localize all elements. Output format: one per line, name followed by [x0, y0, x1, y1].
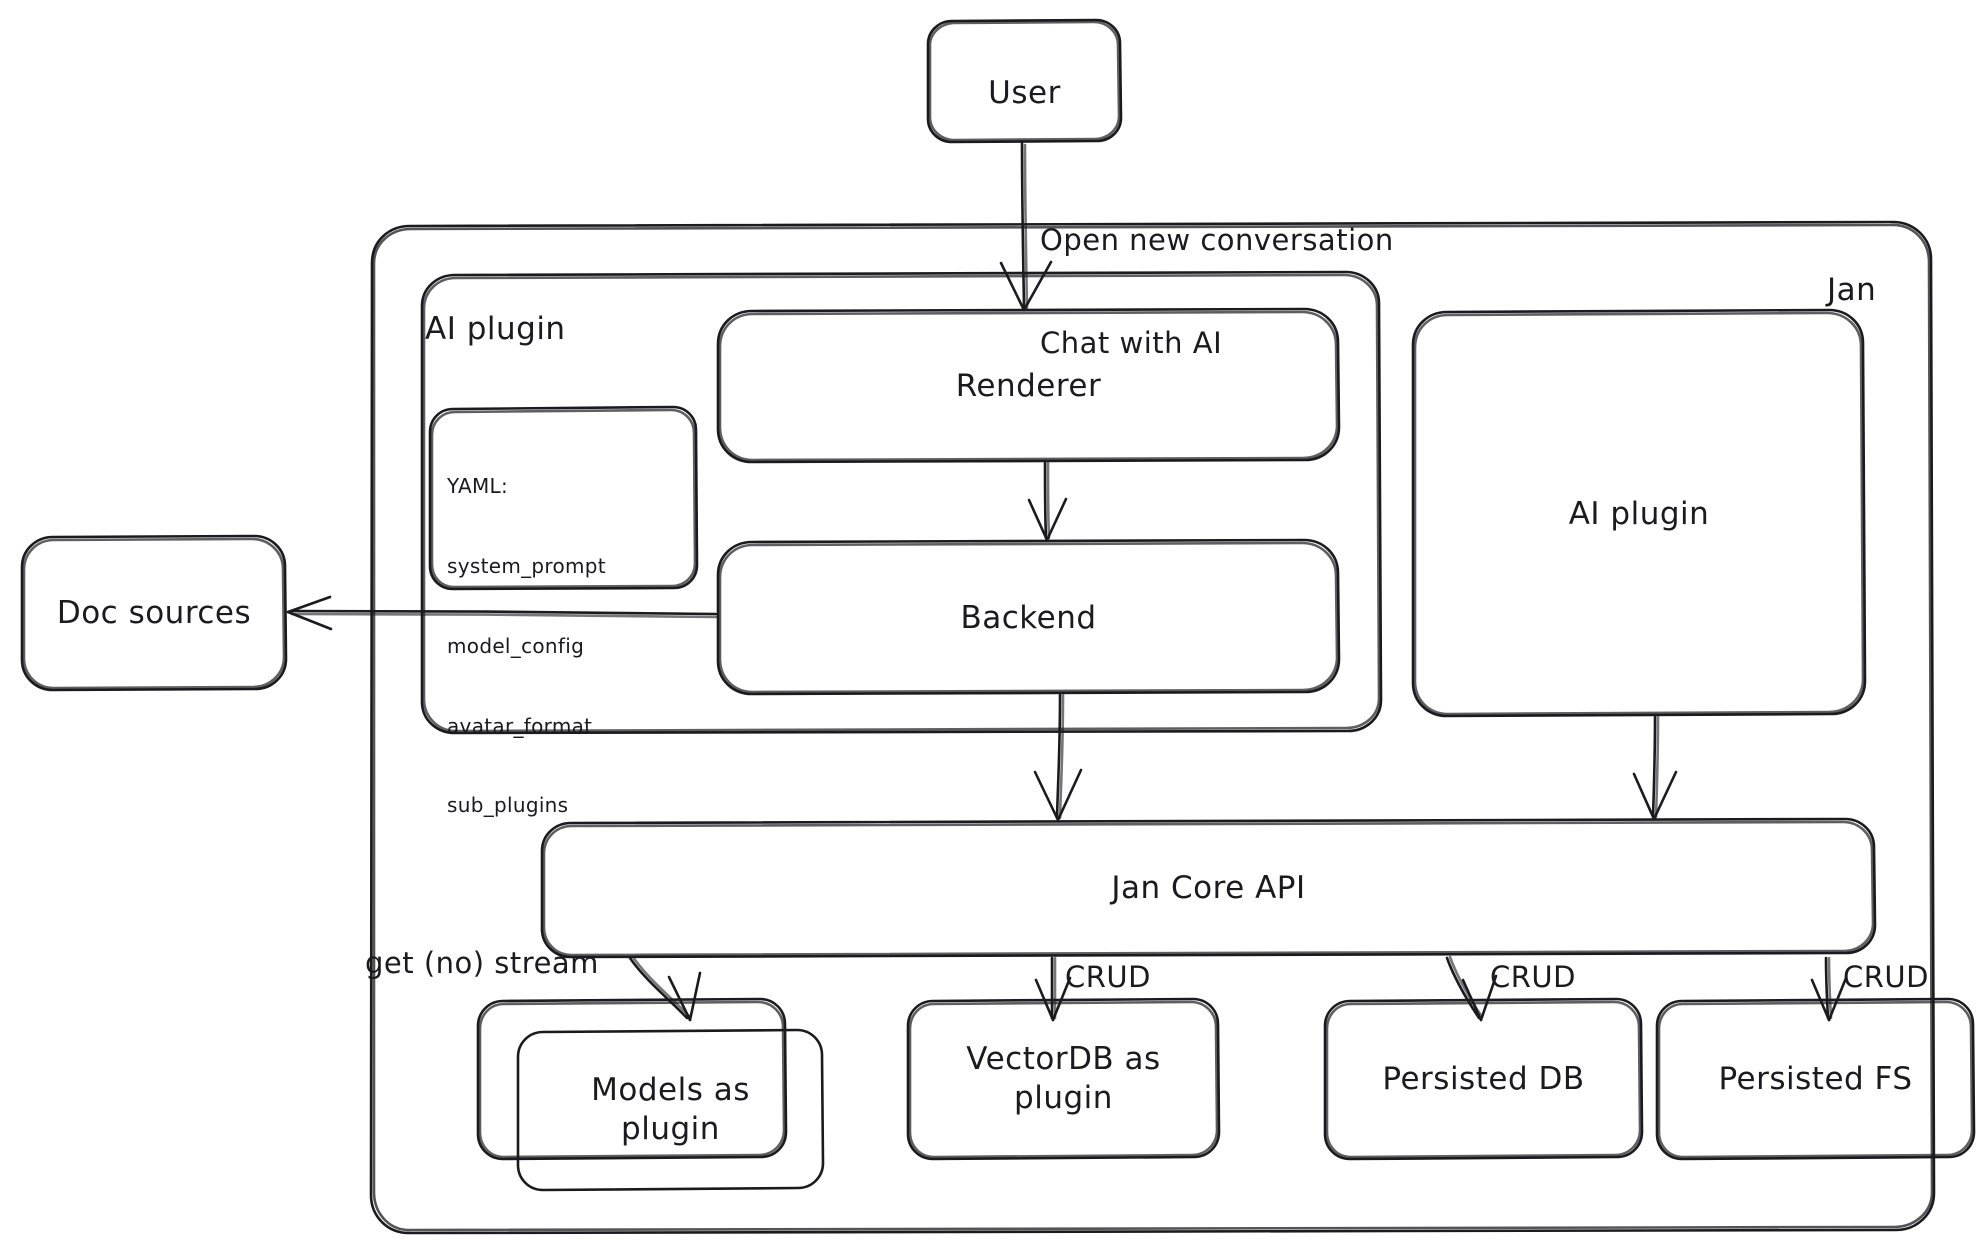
- yaml-card-item-1: model_config: [447, 633, 585, 658]
- node-models-plugin-line1: Models as: [591, 1072, 750, 1109]
- node-user[interactable]: User: [988, 74, 1061, 111]
- node-models-plugin-line2: plugin: [621, 1111, 720, 1147]
- node-backend[interactable]: Backend: [960, 599, 1097, 636]
- arrow-renderer-to-backend: [1027, 461, 1068, 542]
- yaml-card-header: YAML:: [447, 474, 508, 499]
- node-doc-sources-outline: [20, 534, 288, 692]
- yaml-card-item-2: avatar_format: [447, 713, 593, 738]
- node-doc-sources[interactable]: Doc sources: [56, 594, 252, 631]
- group-label-jan: Jan: [1827, 272, 1877, 308]
- edge-label-core-to-persisted-db: CRUD: [1490, 960, 1576, 994]
- node-ai-plugin-right-outline: [1411, 308, 1867, 718]
- node-persisted-fs[interactable]: Persisted FS: [1718, 1060, 1913, 1097]
- yaml-card: YAML: system_prompt model_config avatar_…: [447, 420, 606, 872]
- node-models-plugin[interactable]: Models as plugin: [518, 1030, 823, 1190]
- edge-label-core-to-models: get (no) stream: [365, 946, 599, 980]
- node-user-outline: [926, 18, 1123, 144]
- arrow-user-to-renderer: [999, 141, 1053, 312]
- arrow-backend-to-doc-sources: [286, 595, 718, 631]
- node-persisted-fs-outline: [1655, 997, 1976, 1161]
- node-ai-plugin-right[interactable]: AI plugin: [1568, 495, 1710, 532]
- node-yaml-card-outline: [428, 405, 699, 591]
- node-persisted-db[interactable]: Persisted DB: [1382, 1060, 1585, 1097]
- edge-label-user-to-renderer-line1: Open new conversation: [1040, 223, 1394, 258]
- node-backend-outline: [716, 538, 1341, 696]
- node-jan-core-api-outline: [540, 817, 1877, 959]
- edge-label-core-to-persisted-fs: CRUD: [1843, 960, 1929, 994]
- group-ai-plugin-outline: [420, 270, 1383, 735]
- group-jan-outline: [369, 220, 1936, 1235]
- node-jan-core-api[interactable]: Jan Core API: [1111, 869, 1306, 906]
- node-persisted-db-outline: [1323, 997, 1644, 1161]
- node-vectordb-plugin-line2: plugin: [1014, 1080, 1113, 1116]
- edge-label-user-to-renderer-line2: Chat with AI: [1040, 326, 1223, 361]
- arrow-core-to-vectordb: [1034, 956, 1072, 1022]
- node-renderer-outline: [716, 307, 1341, 464]
- edge-label-core-to-vectordb: CRUD: [1065, 960, 1151, 994]
- yaml-card-item-0: system_prompt: [447, 553, 606, 578]
- yaml-card-item-3: sub_plugins: [447, 793, 569, 818]
- node-models-plugin-outline: [476, 997, 825, 1192]
- edge-label-user-to-renderer: Open new conversation Chat with AI: [1040, 155, 1394, 429]
- arrow-core-to-models: [628, 955, 702, 1022]
- arrow-core-to-persisted-db: [1445, 955, 1498, 1022]
- group-label-ai-plugin: AI plugin: [425, 311, 566, 347]
- node-vectordb-plugin-line1: VectorDB as: [966, 1041, 1161, 1078]
- arrow-backend-to-core: [1033, 693, 1083, 822]
- node-renderer[interactable]: Renderer: [955, 368, 1102, 405]
- node-vectordb-plugin-outline: [906, 997, 1221, 1161]
- arrow-ai-plugin-to-core: [1632, 715, 1678, 821]
- arrow-core-to-persisted-fs: [1810, 956, 1848, 1022]
- node-vectordb-plugin[interactable]: VectorDB as plugin: [908, 999, 1219, 1159]
